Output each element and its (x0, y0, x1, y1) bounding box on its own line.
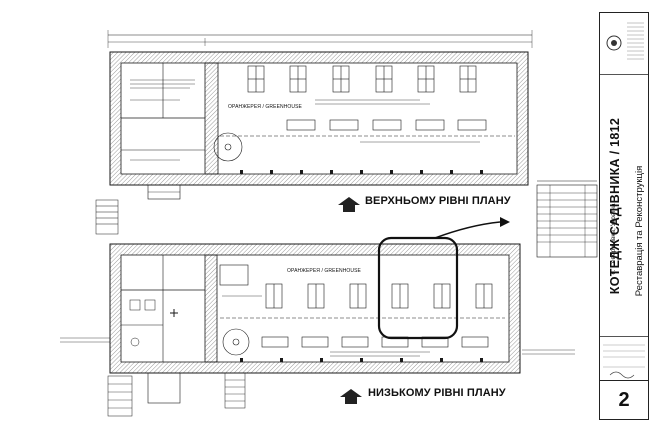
lower-room-label: ОРАНЖЕРЕЯ / GREENHOUSE (287, 268, 361, 274)
project-location: с. Северинівка, Україна (610, 203, 617, 275)
lower-plan-label: НИЗЬКОМУ РІВНІ ПЛАНУ (368, 387, 506, 399)
exterior-stair (95, 199, 119, 235)
emblem-icon (606, 22, 644, 60)
upper-plan-arrow-icon (338, 197, 360, 212)
upper-room-label: ОРАНЖЕРЕЯ / GREENHOUSE (228, 104, 302, 110)
lower-floor-plan (60, 243, 575, 417)
logo-cell (600, 13, 648, 75)
lower-plan-arrow-icon (340, 389, 362, 404)
section-detail (536, 180, 598, 258)
upper-floor-plan (107, 30, 533, 200)
callout-highlight (377, 217, 510, 340)
info-cell (600, 337, 648, 383)
project-subtitle: Реставрація та Реконструкція (634, 165, 645, 297)
sheet-number: 2 (600, 380, 648, 419)
upper-plan-label: ВЕРХНЬОМУ РІВНІ ПЛАНУ (365, 195, 511, 207)
title-block: КОТЕДЖ САДІВНИКА / 1812 Реставрація та Р… (599, 12, 649, 420)
title-cell: КОТЕДЖ САДІВНИКА / 1812 Реставрація та Р… (600, 75, 648, 337)
